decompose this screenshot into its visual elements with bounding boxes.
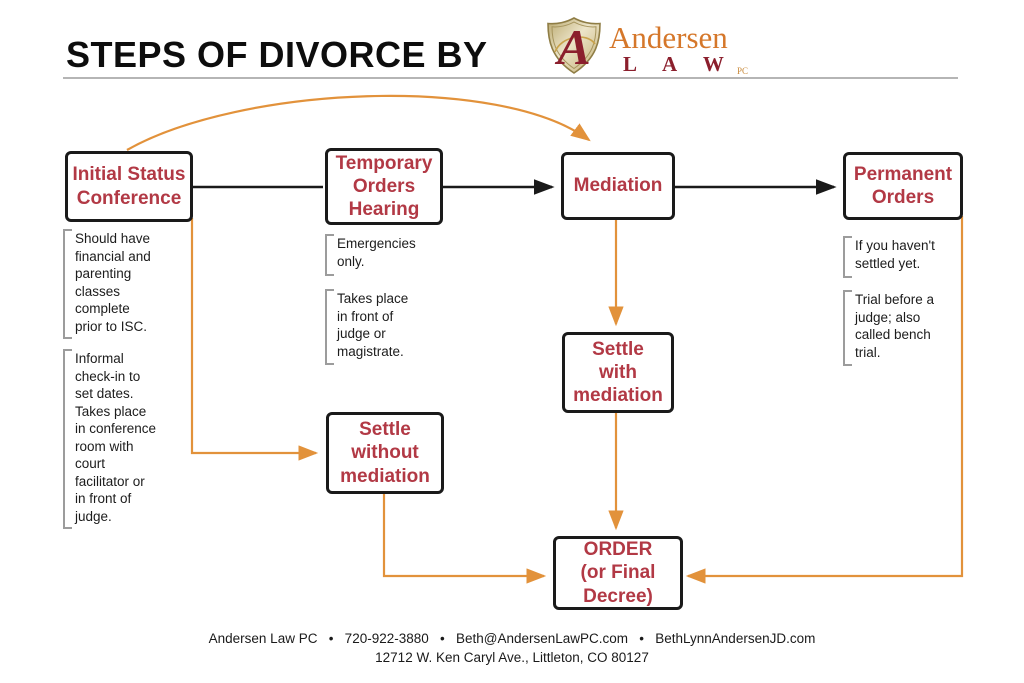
node-initial-status-conference: Initial Status Conference (65, 151, 193, 222)
note-text: If you haven't settled yet. (855, 238, 935, 271)
note-perm-trial: Trial before a judge; also called bench … (843, 290, 947, 366)
shield-logo-icon: A (547, 17, 601, 75)
note-text: Should have financial and parenting clas… (75, 231, 151, 334)
logo-name-text: Andersen (609, 20, 728, 55)
note-text: Trial before a judge; also called bench … (855, 292, 935, 360)
arrow-isc-curve-to-mediation (126, 94, 591, 151)
logo-monogram: A (554, 19, 590, 75)
node-mediation: Mediation (561, 152, 675, 220)
logo-law-text: L A W (623, 52, 735, 76)
logo-pc-text: PC (737, 66, 749, 76)
note-perm-settled: If you haven't settled yet. (843, 236, 947, 278)
footer-contact-line: Andersen Law PC • 720-922-3880 • Beth@An… (208, 631, 816, 646)
bracket-icon (325, 289, 334, 365)
node-settle-without-mediation: Settle without mediation (326, 412, 444, 494)
arrow-isc-to-settle-without (190, 218, 319, 461)
note-isc-checkin: Informal check-in to set dates. Takes pl… (63, 349, 171, 529)
bracket-icon (63, 349, 72, 529)
bracket-icon (843, 290, 852, 366)
node-temporary-orders-hearing: Temporary Orders Hearing (325, 148, 443, 225)
note-toh-emergencies: Emergencies only. (325, 234, 425, 276)
page-title: STEPS OF DIVORCE BY (66, 34, 488, 75)
footer-address-line: 12712 W. Ken Caryl Ave., Littleton, CO 8… (375, 650, 649, 665)
bracket-icon (63, 229, 72, 339)
arrow-settle-without-to-order (382, 490, 547, 584)
note-text: Takes place in front of judge or magistr… (337, 291, 409, 359)
title-underline (63, 77, 958, 79)
note-text: Informal check-in to set dates. Takes pl… (75, 351, 157, 524)
node-permanent-orders: Permanent Orders (843, 152, 963, 220)
andersen-law-logo: A Andersen L A W PC (543, 14, 763, 80)
node-order-final-decree: ORDER (or Final Decree) (553, 536, 683, 610)
bracket-icon (325, 234, 334, 276)
note-isc-classes: Should have financial and parenting clas… (63, 229, 169, 339)
note-toh-judge: Takes place in front of judge or magistr… (325, 289, 425, 365)
bracket-icon (843, 236, 852, 278)
node-settle-with-mediation: Settle with mediation (562, 332, 674, 413)
note-text: Emergencies only. (337, 236, 416, 269)
